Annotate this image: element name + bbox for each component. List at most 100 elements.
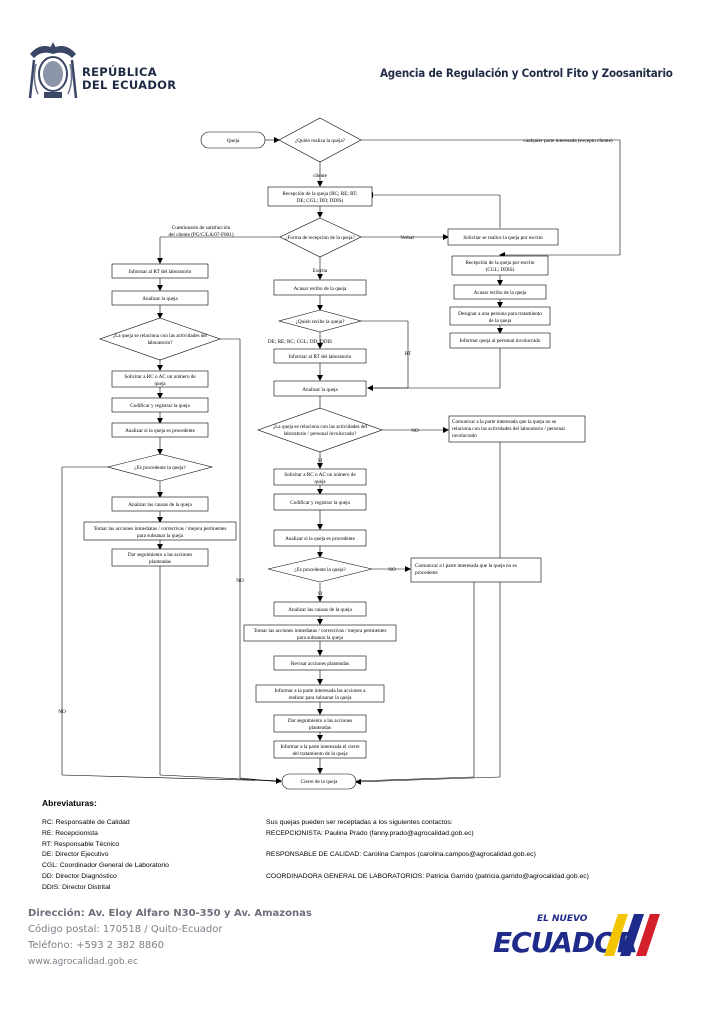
box-informar-parte [255, 684, 385, 703]
abbreviation-item: DD: Director Diagnóstico [42, 872, 117, 880]
box-dar-seguimiento-mid [273, 714, 367, 733]
abbreviation-item: RE: Recepcionista [42, 829, 98, 837]
footer-web-link[interactable]: www.agrocalidad.gob.ec [28, 957, 138, 967]
label-relaciona-left-1: ¿La queja se relaciona con las actividad… [113, 333, 208, 339]
flowchart-labels: Queja ¿Quién realiza la queja? cualquier… [58, 137, 613, 785]
label-informar-rt-mid: Informar al RT del laboratorio [289, 353, 352, 360]
flowchart-shapes [83, 117, 586, 790]
label-solicitar-rc-left-2: queja [154, 381, 166, 387]
box-informar-cierre [273, 740, 367, 759]
label-relaciona-left-2: laboratorio? [147, 340, 173, 346]
box-acusar-right [453, 284, 547, 300]
label-dar-seguimiento-left-1: Dar seguimiento a las acciones [128, 552, 192, 558]
footer-codigo: Código postal: 170518 / Quito-Ecuador [28, 924, 223, 935]
start-terminator [200, 131, 266, 149]
label-cuestionario-2: del cliente (PG/C/LA/07-F001) [168, 231, 233, 238]
label-analizar-procedente-left: Analizar si la queja es procedente [125, 428, 196, 434]
flag-stripes-icon [604, 914, 660, 956]
republica-line-1: REPÚBLICA [82, 65, 157, 79]
label-solicitar-rc-mid-1: Solicitar a RC o AC un número de [284, 472, 356, 478]
abbreviation-item: RT: Responsable Técnico [42, 840, 120, 848]
label-quien-realiza: ¿Quién realiza la queja? [295, 138, 346, 144]
label-cierre: Cierre de la queja [301, 779, 338, 785]
label-analizar-causas-mid: Analizar las causas de la queja [288, 607, 352, 613]
label-queja: Queja [227, 138, 240, 144]
decision-relaciona-mid [257, 407, 383, 453]
box-codificar-left [111, 397, 209, 413]
label-rt: RT [405, 351, 412, 357]
label-informar-rt-left: Informar al RT del laboratorio [129, 268, 192, 275]
label-codificar-left: Codificar y registrar la queja [130, 402, 190, 409]
label-no-left-mid: NO [236, 578, 244, 584]
end-terminator [281, 773, 357, 790]
label-comunicar2-1: Comunicar a l parte interesada que la qu… [415, 563, 517, 569]
label-comunicar2-2: procedente [415, 570, 438, 576]
box-analizar-causas-left [111, 496, 209, 512]
label-procedente-left: ¿Es procedente la queja? [134, 465, 186, 471]
label-solicitar-rc-left-1: Solicitar a RC o AC un número de [124, 374, 196, 380]
box-analizar-procedente-mid [273, 529, 367, 547]
box-dar-seguimiento-left [111, 548, 209, 567]
label-revisar-acciones: Revisar acciones planteadas [291, 661, 349, 667]
label-tomar-acciones-left-1: Tomar las acciones inmediatas / correcti… [94, 526, 227, 532]
label-verbal: Verbal [400, 235, 414, 241]
label-designar-2: de la queja [489, 318, 512, 324]
label-dar-seguimiento-left-2: planteadas [149, 559, 171, 565]
label-recepcion-escrito-1: Recepción de la queja por escrito [466, 260, 535, 266]
abbreviation-item: CGL: Coordinador General de Laboratorio [42, 862, 169, 870]
box-recepcion-escrito [451, 255, 549, 276]
box-comunicar-no-procedente [410, 557, 542, 583]
decision-quien-recibe [277, 309, 363, 333]
abbreviations-list: RC: Responsable de Calidad RE: Recepcion… [42, 818, 169, 894]
label-si-1: SI [318, 458, 323, 464]
footer-address: Dirección: Av. Eloy Alfaro N30-350 y Av.… [28, 906, 312, 970]
box-informar-rt-mid [273, 348, 367, 364]
box-analizar-causas-mid [273, 601, 367, 617]
abbreviation-item: DE: Director Ejecutivo [42, 851, 109, 859]
contacts-intro: Sus quejas pueden ser receptadas a los s… [266, 819, 453, 826]
label-acusar-mid: Acusar recibo de la queja [294, 286, 347, 292]
label-solicitar-escrito: Solicitar se realice la queja por escrit… [463, 235, 543, 241]
decision-procedente-mid [267, 556, 373, 583]
label-cualquier-parte: cualquier parte interesada (excepto clie… [523, 137, 613, 144]
republica-line-2: DEL ECUADOR [82, 78, 177, 92]
label-analizar-causas-left: Analizar las causas de la queja [128, 502, 192, 508]
label-relaciona-mid-1: ¿La queja se relaciona con las actividad… [273, 424, 368, 430]
label-recepcion-2: DE; CGL; DD; DDIS) [297, 197, 344, 204]
label-comunicar-1: Comunicar a la parte interesada que la q… [452, 419, 557, 425]
decision-who-files [278, 117, 362, 163]
footer-direccion: Dirección: Av. Eloy Alfaro N30-350 y Av.… [28, 908, 312, 919]
box-analizar-procedente-left [111, 422, 209, 438]
box-solicitar-rc-mid [273, 468, 367, 486]
label-tomar-acciones-left-2: para subsanar la queja [137, 533, 184, 539]
decision-relaciona-left [99, 317, 221, 361]
box-tomar-acciones-left [83, 521, 237, 541]
box-comunicar-no-relaciona [448, 415, 586, 443]
label-no-1: NO [411, 428, 419, 434]
abbreviations-title: Abreviaturas: [42, 798, 97, 808]
box-solicitar-escrito [447, 228, 559, 246]
box-recepcion [267, 186, 373, 207]
label-comunicar-2: relaciona con las actividades del labora… [452, 426, 565, 432]
label-designar-1: Designar a una persona para tratamiento [458, 311, 542, 317]
contacts-block: Sus quejas pueden ser receptadas a los s… [266, 818, 589, 883]
label-cliente: cliente [313, 173, 328, 179]
decision-procedente-left [106, 453, 214, 482]
footer-telefono: Teléfono: +593 2 382 8860 [28, 940, 165, 951]
box-informar-personal [449, 332, 551, 349]
label-tomar-acciones-mid-2: para subsanar la queja [297, 635, 344, 641]
label-analizar-procedente-mid: Analizar si la queja es procedente [285, 536, 356, 542]
label-tomar-acciones-mid-1: Tomar las acciones inmediatas / correcti… [254, 628, 387, 634]
label-no-left-bottom: NO [58, 709, 66, 715]
box-analizar-left [111, 290, 209, 306]
box-revisar-acciones [273, 655, 367, 671]
label-dar-seguimiento-mid-2: planteadas [309, 725, 331, 731]
label-analizar-left: Analizar la queja [142, 296, 178, 302]
label-dar-seguimiento-mid-1: Dar seguimiento a las acciones [288, 718, 352, 724]
label-si-2: SI [318, 591, 323, 597]
box-acusar-mid [273, 279, 367, 296]
box-designar [449, 306, 551, 326]
label-roles-list: DE; RE; RC; CGL; DD; DDIS [268, 339, 332, 345]
contact-calidad: RESPONSABLE DE CALIDAD: Carolina Campos … [266, 851, 536, 859]
complaint-flowchart: Queja ¿Quién realiza la queja? cualquier… [58, 117, 621, 790]
